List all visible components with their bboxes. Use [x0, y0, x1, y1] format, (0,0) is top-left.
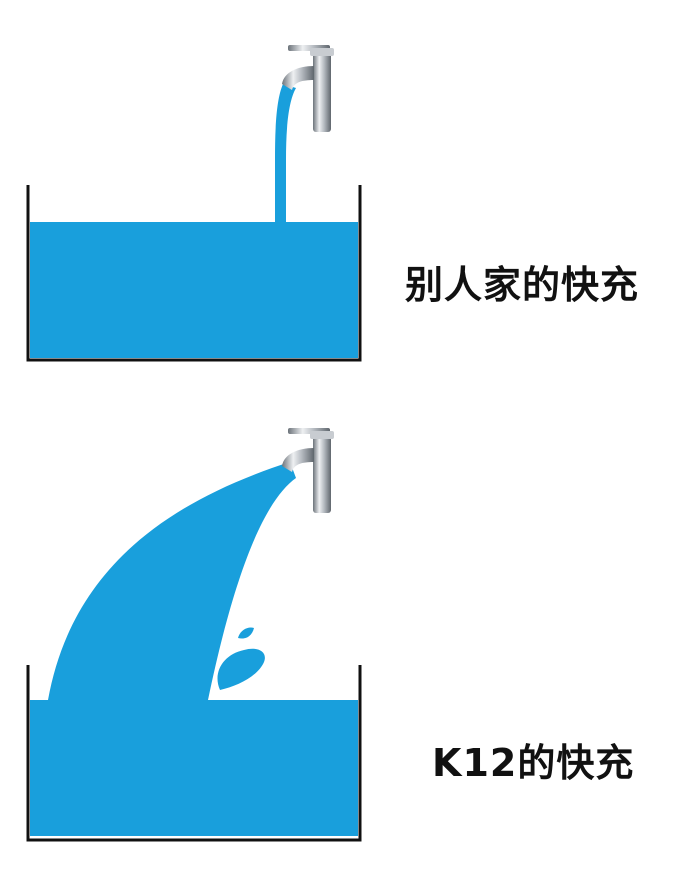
faucet-icon — [282, 428, 334, 513]
water-jet — [48, 462, 296, 700]
faucet-icon — [282, 45, 334, 132]
bottom-caption: K12的快充 — [432, 741, 635, 785]
tank-water — [30, 222, 358, 358]
splash-drop-small — [238, 627, 254, 639]
tank-water — [30, 700, 358, 836]
water-tank-icon — [26, 185, 362, 362]
splash-drop-large — [217, 648, 265, 690]
top-illustration — [26, 45, 362, 362]
bottom-comparison-panel: K12的快充 — [0, 400, 685, 884]
water-tank-icon — [26, 665, 362, 842]
bottom-illustration — [26, 428, 362, 842]
top-caption: 别人家的快充 — [405, 263, 640, 307]
water-stream — [275, 84, 296, 222]
top-comparison-panel: 别人家的快充 — [0, 0, 685, 400]
